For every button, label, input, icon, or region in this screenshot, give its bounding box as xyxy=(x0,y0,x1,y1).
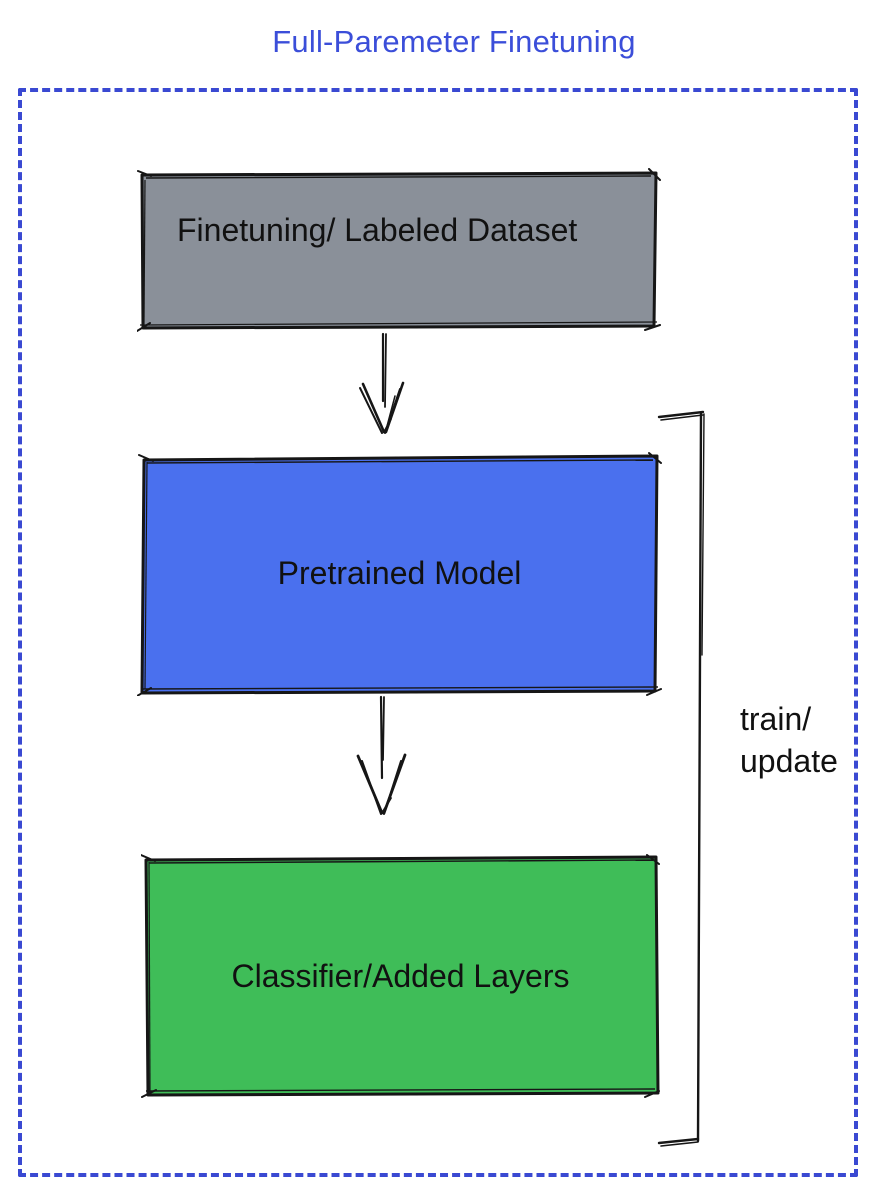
node-classifier-added-layers-label: Classifier/Added Layers xyxy=(231,957,570,994)
train-update-label-line1: train/ xyxy=(740,701,812,737)
node-finetuning-dataset-label: Finetuning/ Labeled Dataset xyxy=(177,212,578,248)
node-pretrained-model: Pretrained Model xyxy=(137,451,662,696)
train-update-label-line2: update xyxy=(740,743,838,779)
sketch-rect-icon xyxy=(137,168,661,332)
sketch-rect-icon xyxy=(141,854,660,1098)
node-finetuning-dataset: Finetuning/ Labeled Dataset xyxy=(137,168,661,332)
train-update-bracket-icon xyxy=(657,410,705,1147)
train-update-label: train/ update xyxy=(740,698,838,782)
node-classifier-added-layers: Classifier/Added Layers xyxy=(141,854,660,1098)
node-pretrained-model-label: Pretrained Model xyxy=(277,555,522,591)
diagram-title: Full-Paremeter Finetuning xyxy=(272,24,636,59)
sketch-rect-icon xyxy=(137,452,662,696)
dotted-boundary xyxy=(18,88,858,1177)
arrow-dataset-to-model-icon xyxy=(359,332,405,434)
arrow-model-to-classifier-icon xyxy=(356,695,407,815)
